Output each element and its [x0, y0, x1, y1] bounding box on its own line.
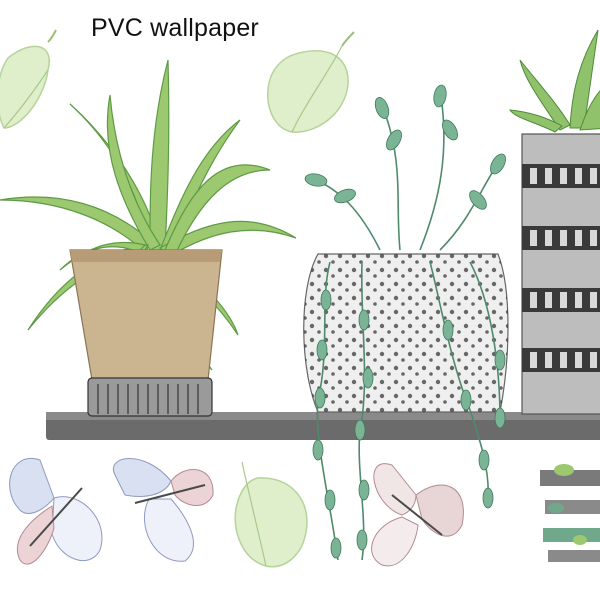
- page-title: PVC wallpaper: [91, 14, 259, 42]
- floating-leaf-top-center: [267, 31, 355, 133]
- wooden-shelf: [46, 412, 600, 440]
- preview-thumbnails: [540, 464, 600, 562]
- butterfly-left: [9, 457, 103, 565]
- butterfly-center-right: [371, 463, 464, 567]
- floating-leaf-top-left: [0, 29, 57, 129]
- hanging-vine-pot: [303, 84, 509, 561]
- floating-leaf-bottom-center: [234, 461, 308, 568]
- butterfly-center-left: [112, 458, 214, 562]
- striped-succulent-pot: [509, 29, 600, 415]
- spider-plant-pot: [0, 59, 297, 417]
